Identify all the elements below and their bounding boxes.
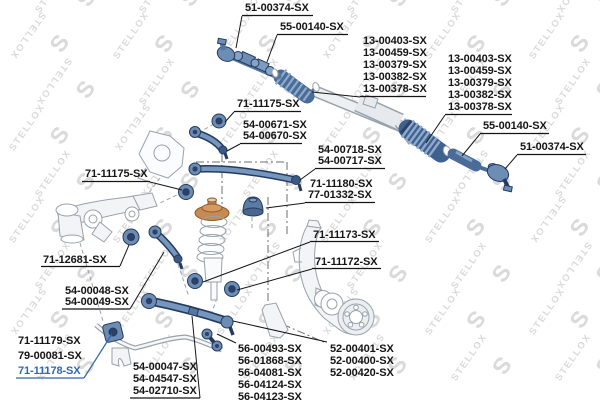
- part-label-54-00049-sx[interactable]: 54-00049-SX: [65, 296, 129, 308]
- upper-control-arm-3: [148, 225, 184, 270]
- part-label-54-00671-sx[interactable]: 54-00671-SX: [243, 119, 307, 131]
- part-label-13-00382-sx[interactable]: 13-00382-SX: [363, 71, 427, 83]
- part-label-56-01868-sx[interactable]: 56-01868-SX: [238, 355, 302, 367]
- part-label-52-00400-sx[interactable]: 52-00400-SX: [330, 355, 394, 367]
- subframe-bracket-outline: [137, 130, 185, 183]
- part-label-13-00403-sx-b[interactable]: 13-00403-SX: [448, 53, 512, 65]
- strut-mount-bushing: [242, 196, 264, 217]
- bushing-71-11175-top: [211, 113, 227, 129]
- part-label-54-00717-sx[interactable]: 54-00717-SX: [318, 155, 382, 167]
- part-label-56-04123-sx[interactable]: 56-04123-SX: [238, 391, 302, 400]
- coil-spring: [196, 216, 228, 263]
- part-label-54-02710-sx[interactable]: 54-02710-SX: [133, 385, 197, 397]
- part-label-56-04124-sx[interactable]: 56-04124-SX: [238, 379, 302, 391]
- label-underlines: [41, 14, 586, 399]
- stabilizer-link: [201, 328, 223, 352]
- part-label-13-00403-sx[interactable]: 13-00403-SX: [363, 35, 427, 47]
- stabilizer-bar: [94, 321, 223, 367]
- upper-control-arm-2: [188, 162, 303, 192]
- stabilizer-bracket: [111, 347, 132, 367]
- part-label-71-11178-sx-highlighted[interactable]: 71-11178-SX: [18, 365, 81, 377]
- tie-rod-end-right: [486, 164, 510, 182]
- wheel-hub: [337, 298, 375, 336]
- part-label-54-00718-sx[interactable]: 54-00718-SX: [318, 144, 382, 156]
- part-label-54-00047-sx[interactable]: 54-00047-SX: [133, 361, 197, 373]
- part-label-71-12681-sx[interactable]: 71-12681-SX: [43, 254, 107, 266]
- part-label-13-00379-sx-b[interactable]: 13-00379-SX: [448, 77, 512, 89]
- bushing-71-11175-left: [178, 184, 194, 200]
- part-label-56-00493-sx[interactable]: 56-00493-SX: [238, 343, 302, 355]
- part-label-71-11175-sx-b[interactable]: 71-11175-SX: [85, 168, 148, 180]
- part-label-71-11172-sx[interactable]: 71-11172-SX: [315, 256, 378, 268]
- part-label-56-04081-sx[interactable]: 56-04081-SX: [238, 367, 302, 379]
- rack-mount-bracket: [362, 94, 379, 109]
- part-label-13-00382-sx-b[interactable]: 13-00382-SX: [448, 89, 512, 101]
- part-label-54-00048-sx[interactable]: 54-00048-SX: [65, 285, 129, 297]
- part-label-71-11175-sx[interactable]: 71-11175-SX: [237, 98, 300, 110]
- tie-rod-assembly-right: [442, 145, 513, 193]
- wheel-bearing: [314, 290, 344, 316]
- part-label-55-00140-sx-b[interactable]: 55-00140-SX: [483, 120, 547, 132]
- part-label-79-00081-sx[interactable]: 79-00081-SX: [18, 350, 82, 362]
- highlight-leader-line: [83, 333, 113, 379]
- steering-boot-left: [273, 69, 315, 104]
- subframe-outline: [55, 192, 158, 244]
- part-label-71-11173-sx[interactable]: 71-11173-SX: [313, 229, 376, 241]
- bushing-71-11173: [187, 273, 203, 289]
- steering-boot-right: [398, 119, 451, 163]
- part-label-13-00378-sx[interactable]: 13-00378-SX: [363, 83, 427, 95]
- bushings: [122, 113, 240, 297]
- part-label-54-00670-sx[interactable]: 54-00670-SX: [243, 130, 307, 142]
- part-label-51-00374-sx-b[interactable]: 51-00374-SX: [520, 141, 584, 153]
- bushing-71-12681: [122, 228, 140, 246]
- part-label-71-11179-sx[interactable]: 71-11179-SX: [18, 335, 81, 347]
- lower-control-arm: [141, 293, 235, 336]
- part-label-13-00459-sx-b[interactable]: 13-00459-SX: [448, 65, 512, 77]
- part-label-71-11180-sx[interactable]: 71-11180-SX: [310, 178, 373, 190]
- part-label-13-00379-sx[interactable]: 13-00379-SX: [363, 59, 427, 71]
- part-label-13-00378-sx-b[interactable]: 13-00378-SX: [448, 101, 512, 113]
- part-label-13-00459-sx[interactable]: 13-00459-SX: [363, 47, 427, 59]
- upper-control-arm-1: [189, 126, 229, 160]
- part-label-52-00401-sx[interactable]: 52-00401-SX: [330, 343, 394, 355]
- part-label-55-00140-sx[interactable]: 55-00140-SX: [280, 21, 344, 33]
- leader-lines: [119, 15, 518, 399]
- tie-rod-assembly-top: [216, 37, 282, 80]
- part-label-77-01332-sx[interactable]: 77-01332-SX: [308, 189, 372, 201]
- part-label-51-00374-sx[interactable]: 51-00374-SX: [245, 2, 309, 14]
- part-label-52-00420-sx[interactable]: 52-00420-SX: [330, 367, 394, 379]
- part-label-54-04547-sx[interactable]: 54-04547-SX: [133, 373, 197, 385]
